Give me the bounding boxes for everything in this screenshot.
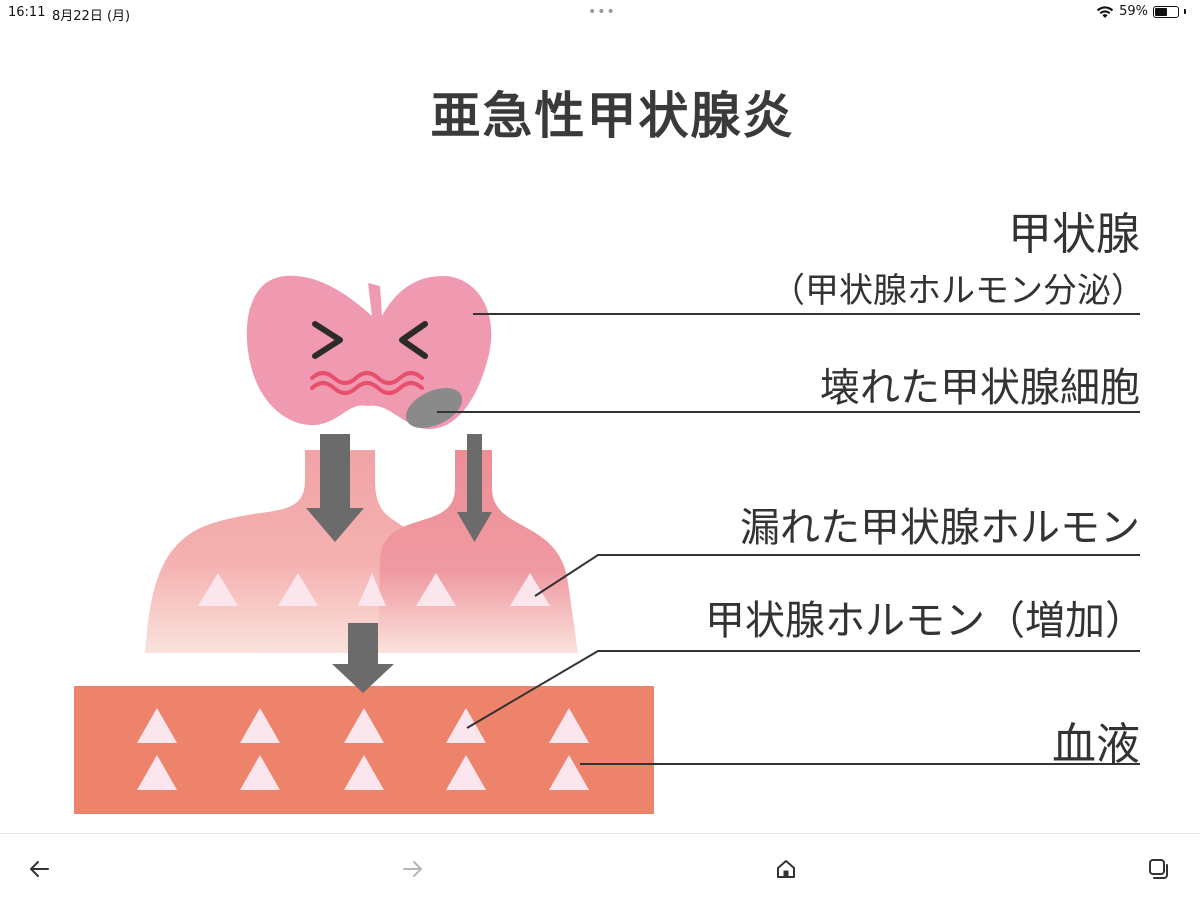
status-time: 16:11 bbox=[8, 5, 46, 20]
hormone-triangle bbox=[344, 708, 384, 743]
hormone-triangle bbox=[344, 755, 384, 790]
hormone-triangle bbox=[549, 708, 589, 743]
status-date: 8月22日 (月) bbox=[52, 9, 131, 24]
battery-nub bbox=[1184, 9, 1186, 14]
label-hormone-increase: 甲状腺ホルモン（増加） bbox=[705, 598, 1145, 644]
label-thyroid: 甲状腺 bbox=[1008, 209, 1140, 260]
hormone-triangle bbox=[549, 755, 589, 790]
back-arrow-icon bbox=[30, 861, 49, 877]
hormone-triangle bbox=[240, 755, 280, 790]
hormone-triangle bbox=[198, 573, 238, 606]
down-arrow-icon bbox=[332, 623, 394, 693]
page-title: 亜急性甲状腺炎 bbox=[430, 87, 795, 145]
hormone-triangle bbox=[416, 573, 456, 606]
down-arrow-icon bbox=[457, 434, 492, 542]
leader-line-hormone-increase bbox=[466, 650, 1140, 729]
leader-line-leaked-hormone bbox=[534, 554, 1140, 597]
battery-icon bbox=[1153, 5, 1179, 18]
wavy-mouth-icon bbox=[310, 371, 424, 385]
home-icon bbox=[777, 860, 795, 878]
battery-fill bbox=[1155, 7, 1168, 16]
forward-button[interactable] bbox=[396, 852, 430, 886]
hormone-triangle bbox=[510, 573, 550, 606]
damaged-cell bbox=[405, 388, 463, 428]
label-broken-cells: 壊れた甲状腺細胞 bbox=[820, 365, 1140, 411]
thyroiditis-diagram bbox=[74, 275, 1140, 814]
hormone-triangle bbox=[240, 708, 280, 743]
tabs-button[interactable] bbox=[1142, 852, 1176, 886]
home-button[interactable] bbox=[769, 852, 803, 886]
squint-eye-left-icon bbox=[312, 321, 343, 359]
multitasking-dots-icon[interactable]: ••• bbox=[588, 4, 616, 20]
label-leaked-hormone: 漏れた甲状腺ホルモン bbox=[740, 505, 1140, 551]
squint-eye-right-icon bbox=[399, 321, 428, 359]
page-content: 亜急性甲状腺炎 bbox=[0, 28, 1200, 833]
status-bar: 16:11 8月22日 (月) ••• 59% bbox=[0, 0, 1200, 28]
down-arrow-icon bbox=[306, 434, 364, 542]
browser-toolbar bbox=[0, 833, 1200, 901]
forward-arrow-icon bbox=[403, 861, 422, 877]
hormone-triangle bbox=[358, 573, 386, 606]
hormone-triangle bbox=[446, 708, 486, 743]
hormone-triangle bbox=[446, 755, 486, 790]
hormone-triangle bbox=[278, 573, 318, 606]
thyroid-gland bbox=[246, 275, 492, 430]
tissue-hormone-triangles bbox=[198, 573, 550, 606]
hormone-triangle bbox=[137, 708, 177, 743]
blood-vessel bbox=[74, 686, 654, 814]
tabs-icon bbox=[1149, 859, 1168, 879]
label-blood: 血液 bbox=[1052, 719, 1140, 770]
battery-percent: 59% bbox=[1119, 4, 1148, 19]
wifi-icon bbox=[1096, 5, 1114, 18]
blood-hormone-triangles bbox=[137, 708, 589, 790]
back-button[interactable] bbox=[22, 852, 56, 886]
hormone-triangle bbox=[137, 755, 177, 790]
label-secretion: （甲状腺ホルモン分泌） bbox=[771, 271, 1145, 311]
status-right-group: 59% bbox=[1096, 4, 1186, 19]
wavy-mouth-icon bbox=[310, 381, 424, 395]
